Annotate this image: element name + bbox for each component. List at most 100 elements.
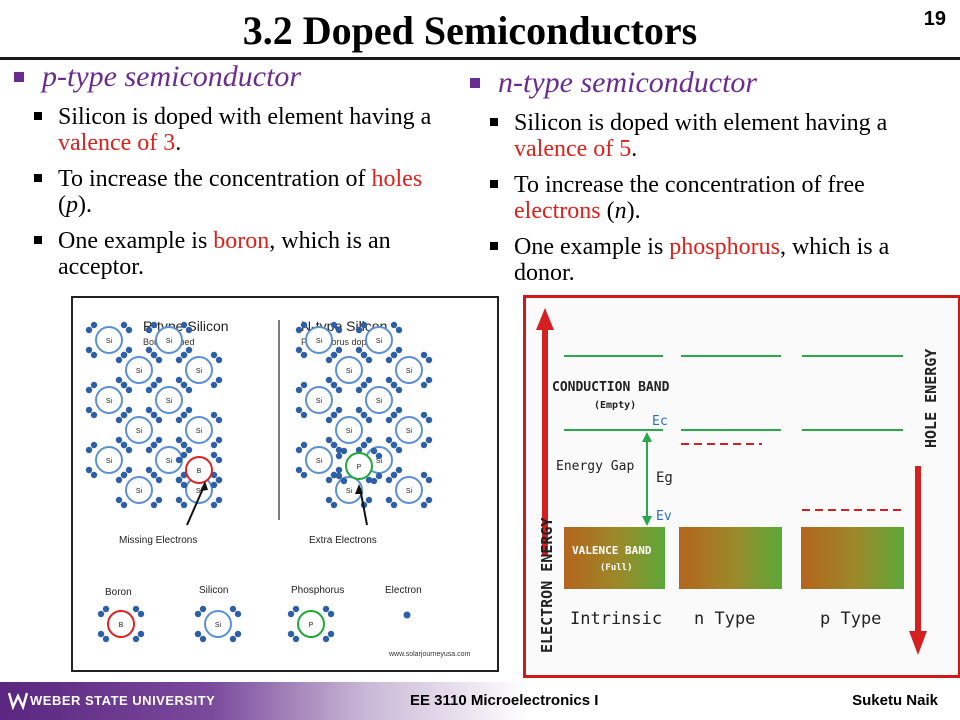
electron-dot: [330, 381, 338, 389]
electron-dot: [120, 471, 128, 479]
electron-dot: [115, 416, 123, 424]
electron-dot: [330, 411, 338, 419]
electron-dot: [385, 416, 393, 424]
electron-dot: [365, 476, 373, 484]
electron-dot: [175, 436, 183, 444]
electron-dot: [150, 501, 158, 509]
electron-dot: [215, 416, 223, 424]
atom-label: Si: [376, 398, 383, 405]
electron-dot: [420, 471, 428, 479]
legend-electron-label: Electron: [385, 585, 422, 596]
legend-phosphorus-atom: P: [287, 605, 335, 643]
extra-arrow: [359, 487, 368, 526]
valence-band-p-type: [801, 527, 904, 589]
electron-dot: [185, 406, 193, 414]
silicon-atom: Si: [295, 321, 343, 359]
electron-dot: [335, 466, 343, 474]
electron-dot: [194, 610, 202, 618]
electron-dot: [322, 635, 330, 643]
electron-dot: [365, 356, 373, 364]
electron-dot: [155, 376, 163, 384]
lattice-figure: P-type Silicon Boron doped N-type Silico…: [71, 296, 499, 672]
electron-dot: [300, 321, 308, 329]
electron-dot: [390, 351, 398, 359]
atom-label: Si: [406, 368, 413, 375]
electron-dot: [85, 326, 93, 334]
electron-dot: [194, 630, 202, 638]
valence-band-sub: (Full): [600, 563, 633, 573]
electron-dot: [370, 477, 378, 485]
extra-electrons-label: Extra Electrons: [309, 535, 377, 546]
electron-dot: [360, 411, 368, 419]
electron-dot: [390, 501, 398, 509]
electron-dot: [120, 351, 128, 359]
atom-label: Si: [346, 428, 353, 435]
silicon-atom: Si: [115, 411, 163, 449]
electron-dot: [97, 610, 105, 618]
atom-label: P: [309, 622, 314, 629]
electron-dot: [115, 376, 123, 384]
atom-label: Si: [316, 458, 323, 465]
electron-dot: [360, 441, 368, 449]
legend-silicon-atom: Si: [194, 605, 242, 643]
electron-dot: [385, 356, 393, 364]
electron-dot: [155, 356, 163, 364]
electron-dot: [375, 472, 383, 480]
p-type-bullets: Silicon is doped with element having a v…: [14, 104, 444, 280]
n-type-bullets: Silicon is doped with element having a v…: [470, 110, 950, 286]
bullet-icon: [490, 242, 498, 250]
electron-dot: [90, 411, 98, 419]
bullet-icon: [34, 174, 42, 182]
electron-dot: [229, 605, 237, 613]
electron-dot: [390, 471, 398, 479]
right-column: n-type semiconductor Silicon is doped wi…: [470, 66, 950, 286]
electron-dot: [295, 446, 303, 454]
electron-dot: [180, 381, 188, 389]
electron-dot: [150, 381, 158, 389]
electron-dot: [370, 447, 378, 455]
electron-dot: [210, 441, 218, 449]
electron-dot: [322, 605, 330, 613]
electron-dot: [90, 381, 98, 389]
electron-dot: [175, 496, 183, 504]
valence-band-n-type: [679, 527, 782, 589]
atom-label: B: [119, 622, 124, 629]
electron-dot: [115, 356, 123, 364]
electron-dot: [327, 630, 335, 638]
electron-dot: [185, 326, 193, 334]
electron-dot: [97, 630, 105, 638]
electron-dot: [292, 605, 300, 613]
electron-dot: [145, 386, 153, 394]
phosphorus-atom: P: [335, 447, 383, 485]
electron-dot: [234, 630, 242, 638]
electron-dot: [115, 436, 123, 444]
left-column: p-type semiconductor Silicon is doped wi…: [14, 60, 444, 280]
electron-dot: [425, 416, 433, 424]
electron-dot: [425, 376, 433, 384]
atom-label: Si: [106, 398, 113, 405]
electron-dot: [180, 351, 188, 359]
electron-dot: [185, 346, 193, 354]
electron-dot: [335, 386, 343, 394]
electron-dot: [330, 471, 338, 479]
electron-dot: [340, 477, 348, 485]
electron-dot: [210, 351, 218, 359]
electron-dot: [210, 411, 218, 419]
electron-dot: [425, 436, 433, 444]
electron-dot: [295, 466, 303, 474]
electron-dot: [175, 356, 183, 364]
electron-dot: [420, 381, 428, 389]
list-item: One example is phosphorus, which is a do…: [470, 234, 950, 286]
electron-dot: [175, 376, 183, 384]
electron-dot: [145, 406, 153, 414]
electron-dot: [90, 471, 98, 479]
electron-dot: [210, 501, 218, 509]
electron-dot: [395, 326, 403, 334]
electron-dot: [125, 466, 133, 474]
electron-dot: [395, 386, 403, 394]
legend-layer: B Si P: [97, 605, 411, 643]
electron-dot: [115, 496, 123, 504]
electron-dot: [175, 416, 183, 424]
atom-label: Si: [406, 488, 413, 495]
